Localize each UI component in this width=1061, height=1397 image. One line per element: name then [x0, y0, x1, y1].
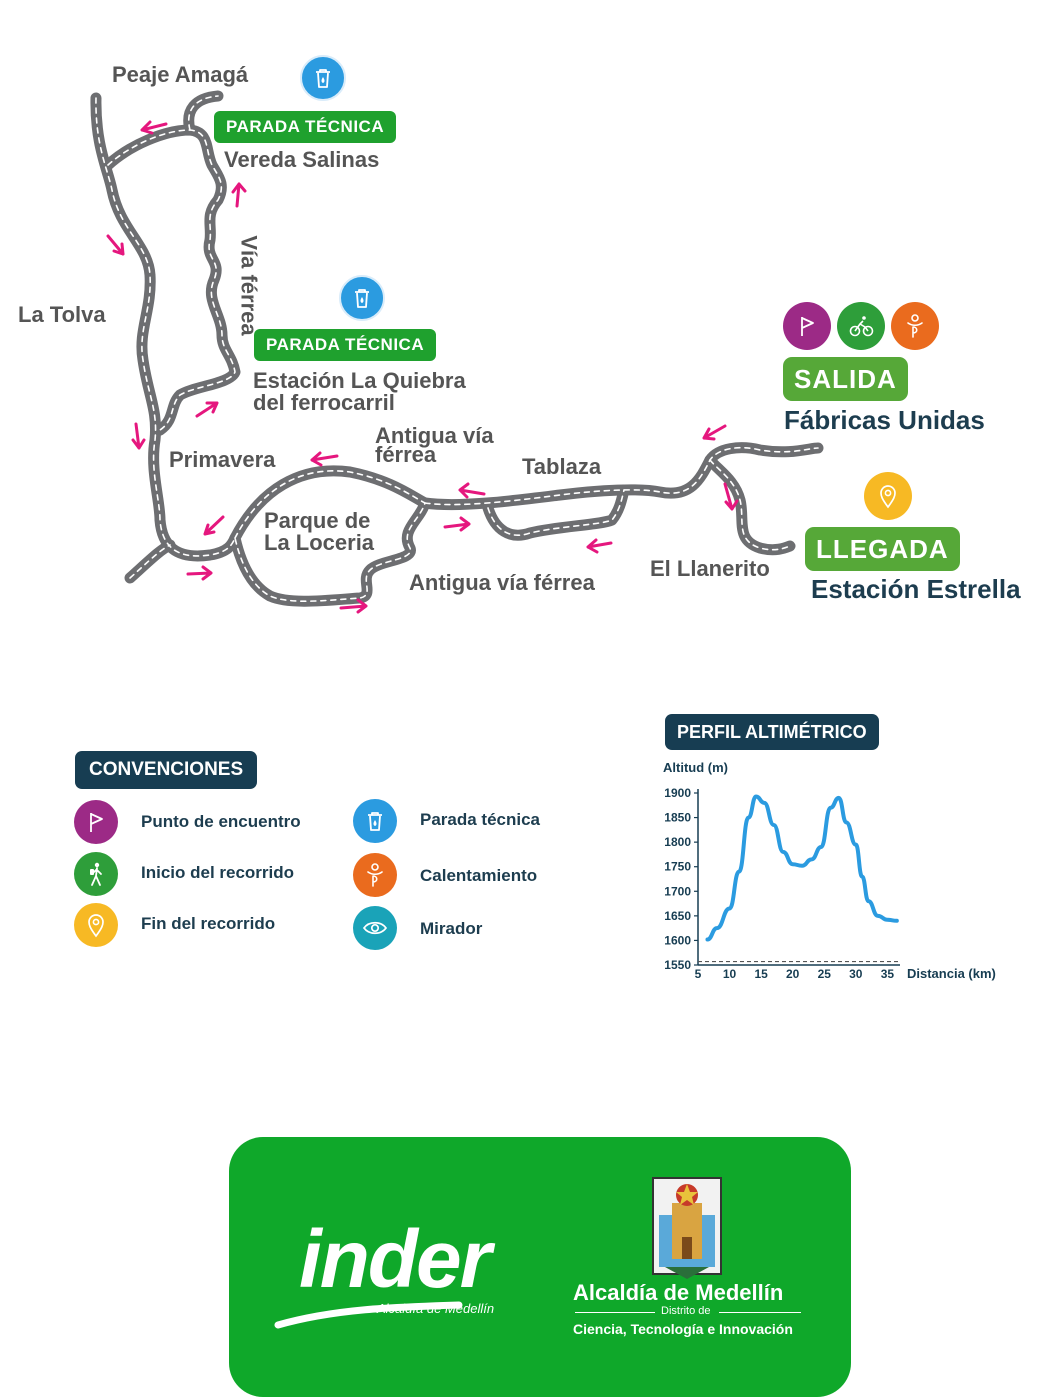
alcaldia-subtitle: Ciencia, Tecnología e Innovación	[573, 1321, 793, 1337]
x-tick-label: 25	[818, 967, 832, 981]
footer-banner: inder Alcaldía de Medellín Alcaldía de M…	[229, 1137, 851, 1397]
x-axis-label: Distancia (km)	[907, 966, 996, 981]
place-antigua-via: Antigua vía	[375, 423, 494, 448]
place-antigua-via-ferrea: Antigua vía férrea	[409, 570, 595, 595]
stretching-icon	[891, 302, 939, 350]
x-tick-label: 10	[723, 967, 737, 981]
elevation-line	[705, 794, 899, 942]
place-parque-de: Parque de	[264, 508, 371, 533]
alcaldia-title: Alcaldía de Medellín	[573, 1280, 784, 1305]
y-tick-label: 1750	[664, 860, 691, 874]
trash-bin-icon	[300, 55, 346, 101]
legend-label-mirador: Mirador	[420, 919, 483, 938]
direction-arrow	[443, 516, 471, 532]
place-estacion-estrella: Estación Estrella	[811, 574, 1021, 604]
x-tick-label: 35	[881, 967, 895, 981]
direction-arrow	[310, 451, 339, 467]
inder-swoosh	[274, 1301, 463, 1329]
direction-arrow	[702, 424, 727, 441]
alcaldia-distrito: Distrito de	[661, 1305, 711, 1317]
direction-arrow	[131, 422, 146, 450]
y-tick-label: 1800	[664, 835, 691, 849]
llegada-badge: LLEGADA	[805, 527, 960, 571]
location-pin-icon	[864, 472, 912, 520]
place-la-loceria: La Loceria	[264, 530, 375, 555]
hiker-icon	[74, 852, 118, 896]
road-west-stub	[124, 539, 176, 584]
legend-title: CONVENCIONES	[75, 751, 258, 789]
place-del-ferrocarril: del ferrocarril	[253, 390, 395, 415]
x-tick-label: 20	[786, 967, 800, 981]
direction-arrow	[586, 538, 613, 554]
place-ferrea: férrea	[375, 442, 437, 467]
parada-tecnica-badge: PARADA TÉCNICA	[214, 111, 397, 143]
direction-arrow	[231, 182, 247, 208]
chart-ylabel: Altitud (m)	[663, 760, 728, 775]
legend-label-punto-encuentro: Punto de encuentro	[141, 812, 301, 831]
direction-arrow	[140, 120, 168, 135]
legend-label-fin: Fin del recorrido	[141, 914, 276, 933]
direction-arrow	[339, 598, 368, 614]
x-tick-label: 15	[754, 967, 768, 981]
route-map	[90, 90, 824, 614]
location-pin-icon	[74, 903, 118, 947]
place-via-ferrea: Vía férrea	[236, 235, 262, 336]
place-el-llanerito: El Llanerito	[650, 556, 770, 581]
x-tick-label: 30	[849, 967, 863, 981]
place-primavera: Primavera	[169, 447, 276, 472]
direction-arrows	[106, 120, 739, 614]
legend-label-calentamiento: Calentamiento	[420, 866, 538, 885]
place-vereda-salinas: Vereda Salinas	[224, 147, 380, 172]
legend-label-parada: Parada técnica	[420, 810, 541, 829]
y-tick-label: 1700	[664, 884, 691, 898]
inder-logo: inder	[299, 1214, 491, 1305]
y-tick-label: 1550	[664, 958, 691, 972]
direction-arrow	[203, 515, 225, 536]
eye-icon	[353, 906, 397, 950]
trash-bin-icon	[339, 275, 385, 321]
place-la-tolva: La Tolva	[18, 302, 106, 327]
road-llanerito	[704, 454, 796, 556]
place-estacion-la-quiebra: Estación La Quiebra	[253, 368, 466, 393]
place-peaje-amaga: Peaje Amagá	[112, 62, 249, 87]
road-vereda-branch	[102, 124, 241, 436]
place-tablaza: Tablaza	[522, 454, 602, 479]
inder-logo-tagline: Alcaldía de Medellín	[377, 1301, 495, 1316]
direction-arrow	[458, 482, 486, 499]
direction-arrow	[723, 482, 739, 511]
direction-arrow	[186, 565, 213, 581]
flag-icon	[783, 302, 831, 350]
x-tick-label: 5	[695, 967, 702, 981]
stretching-icon	[353, 853, 397, 897]
legend-label-inicio: Inicio del recorrido	[141, 863, 295, 882]
place-fabricas-unidas: Fábricas Unidas	[784, 405, 985, 435]
trash-bin-icon	[353, 799, 397, 843]
y-tick-label: 1600	[664, 933, 691, 947]
elevation-chart: 1550 1600 1650 1700 1750 1800 1850 1900 5 10 15 20 2…	[664, 786, 996, 981]
salida-badge: SALIDA	[783, 357, 908, 401]
cyclist-icon	[837, 302, 885, 350]
alcaldia-divider-left	[575, 1312, 655, 1313]
direction-arrow	[106, 234, 125, 256]
y-tick-label: 1850	[664, 811, 691, 825]
parada-tecnica-badge: PARADA TÉCNICA	[254, 329, 437, 361]
alcaldia-divider-right	[719, 1312, 801, 1313]
direction-arrow	[195, 401, 219, 418]
y-tick-label: 1650	[664, 909, 691, 923]
medellin-coat-of-arms	[652, 1177, 722, 1279]
chart-title: PERFIL ALTIMÉTRICO	[665, 714, 879, 750]
y-tick-label: 1900	[664, 786, 691, 800]
route-roads-center-dash	[95, 95, 819, 602]
flag-icon	[74, 800, 118, 844]
